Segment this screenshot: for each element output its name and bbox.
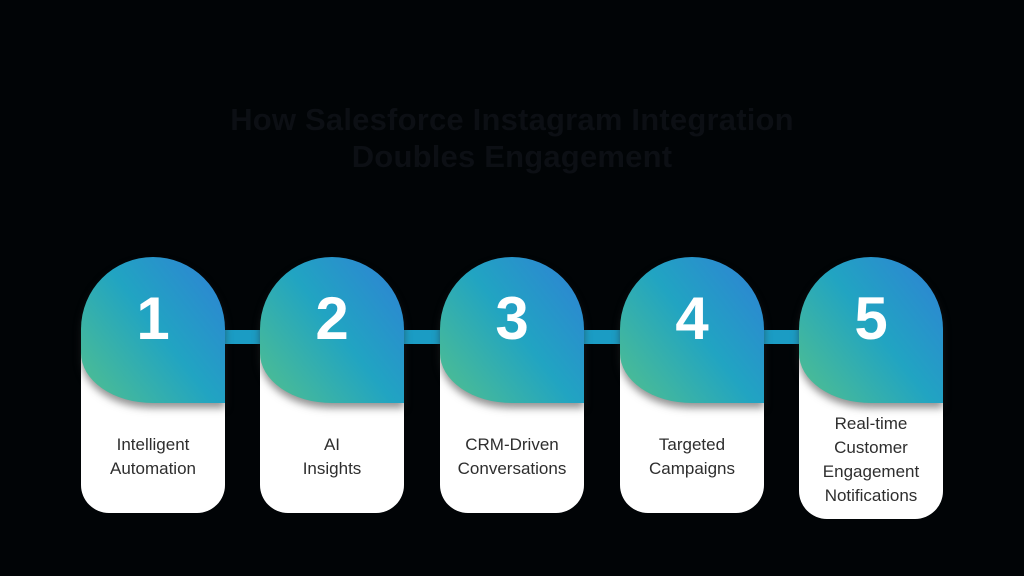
step-number: 1: [136, 285, 170, 352]
step-number: 4: [675, 285, 709, 352]
step-label: CRM-Driven Conversations: [457, 435, 567, 478]
step-number: 2: [315, 285, 349, 352]
step-number: 3: [495, 285, 529, 352]
step-label: AI Insights: [302, 435, 362, 478]
step-card-2: 2 AI Insights: [260, 257, 404, 513]
step-number-bubble: [440, 257, 584, 403]
step-number-bubble: [81, 257, 225, 403]
step-label: Real-time Customer Engagement Notificati…: [822, 414, 920, 505]
step-label: Intelligent Automation: [110, 435, 196, 478]
step-number-bubble: [620, 257, 764, 403]
step-number: 5: [854, 285, 888, 352]
step-number-bubble: [799, 257, 943, 403]
step-card-3: 3 CRM-Driven Conversations: [440, 257, 584, 513]
step-card-5: 5 Real-time Customer Engagement Notifica…: [799, 257, 943, 519]
step-label: Targeted Campaigns: [649, 435, 735, 478]
step-card-1: 1 Intelligent Automation: [81, 257, 225, 513]
step-card-4: 4 Targeted Campaigns: [620, 257, 764, 513]
step-number-bubble: [260, 257, 404, 403]
page-title: How Salesforce Instagram Integration Dou…: [230, 102, 794, 174]
